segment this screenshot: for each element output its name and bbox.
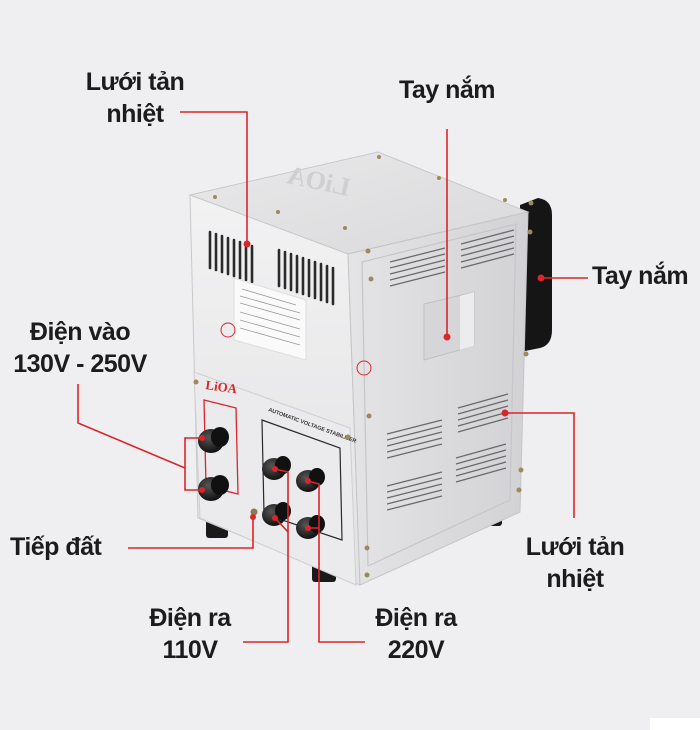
callout-handle-top: Tay nắm xyxy=(398,76,496,104)
side-face xyxy=(347,211,529,586)
side-vent-grilles xyxy=(386,229,515,511)
ground-screw xyxy=(250,508,258,516)
front-vent-slots xyxy=(208,230,335,306)
output-terminals xyxy=(262,456,325,539)
input-terminals xyxy=(198,427,229,501)
side-handle xyxy=(520,198,552,352)
callout-heat-vent-top: Lưới tản nhiệt xyxy=(85,68,185,128)
callout-heat-vent-side: Lưới tản nhiệt xyxy=(525,533,625,593)
screws xyxy=(193,155,534,578)
brand-logo: LiOA xyxy=(205,377,239,396)
corner-artifact xyxy=(650,718,700,730)
callout-dots xyxy=(199,240,545,531)
callout-power-input: Điện vào 130V - 250V xyxy=(13,318,147,378)
callout-handle-right: Tay nắm xyxy=(592,262,689,290)
spec-sticker xyxy=(233,277,307,361)
callout-leader-lines xyxy=(77,111,588,643)
callout-output-220v: Điện ra 220V xyxy=(375,604,457,664)
callout-ground: Tiếp đất xyxy=(10,533,102,561)
callout-output-110v: Điện ra 110V xyxy=(149,604,231,664)
